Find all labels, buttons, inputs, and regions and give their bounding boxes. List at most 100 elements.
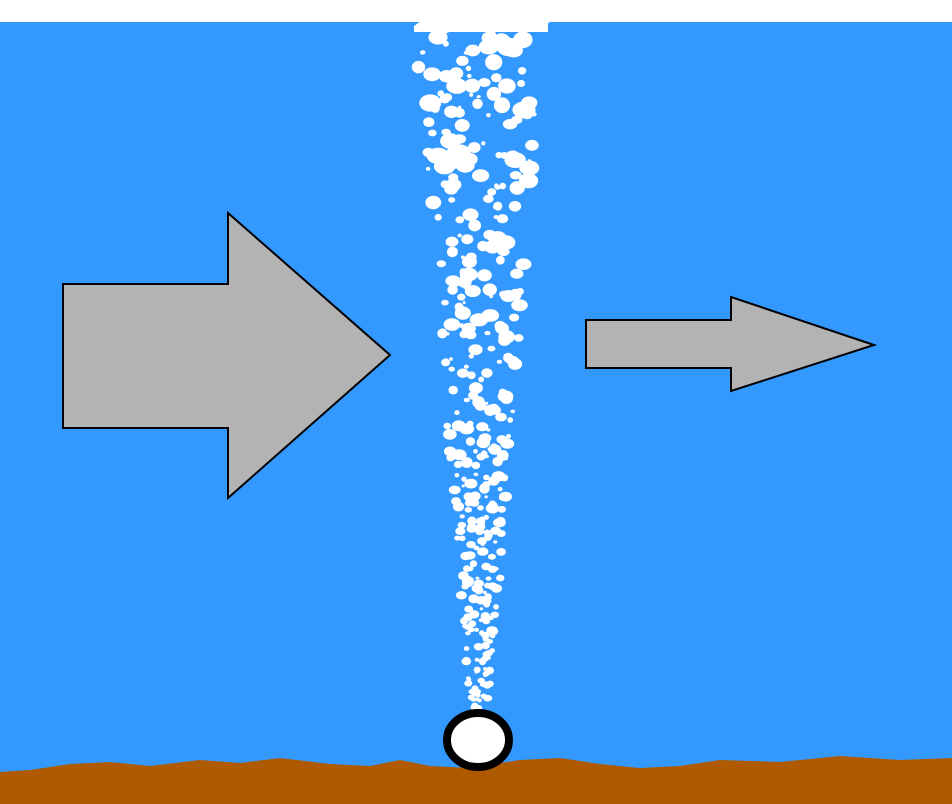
air-bubble (516, 288, 524, 295)
air-bubble (433, 158, 456, 175)
air-bubble (467, 566, 474, 572)
air-bubble (488, 533, 493, 538)
air-bubble (453, 460, 463, 468)
air-bubble (461, 457, 473, 468)
air-bubble (487, 403, 500, 415)
air-bubble (451, 449, 467, 461)
air-bubble (485, 694, 491, 699)
air-bubble (515, 258, 532, 271)
air-bubble (464, 493, 476, 503)
air-bubble (485, 401, 489, 405)
air-bubble (464, 285, 481, 298)
air-bubble (484, 582, 491, 589)
air-bubble (475, 581, 480, 586)
air-bubble (509, 171, 522, 180)
air-bubble (453, 134, 466, 144)
air-bubble (469, 610, 480, 619)
air-bubble (491, 471, 506, 482)
air-bubble (467, 516, 477, 526)
air-bubble (493, 97, 511, 114)
air-bubble (456, 55, 469, 66)
air-bubble (464, 605, 474, 613)
air-bubble (454, 535, 461, 541)
air-bubble (457, 368, 469, 378)
air-bubble (504, 150, 521, 164)
air-bubble (478, 376, 485, 383)
air-bubble (464, 551, 476, 560)
air-bubble (493, 604, 499, 610)
air-bubble (462, 208, 479, 221)
air-bubble (472, 98, 483, 110)
air-bubble (411, 60, 426, 74)
air-bubble (441, 299, 449, 306)
air-bubble (517, 80, 526, 87)
air-bubble (495, 322, 509, 335)
air-bubble (479, 607, 484, 611)
air-bubble (477, 269, 492, 282)
air-bubble (478, 433, 492, 443)
air-bubble (511, 115, 523, 125)
air-bubble (477, 537, 487, 545)
air-bubble (452, 501, 465, 512)
air-bubble (472, 169, 490, 183)
air-bubble (500, 290, 517, 302)
air-bubble (506, 434, 512, 439)
air-bubble (467, 73, 472, 79)
air-bubble (445, 236, 459, 247)
air-bubble (459, 423, 475, 435)
air-bubble (478, 618, 484, 622)
air-bubble (489, 568, 494, 573)
air-bubble (467, 371, 476, 380)
surface-foam (414, 7, 548, 33)
air-bubble (457, 233, 462, 238)
air-bubble (482, 283, 497, 296)
air-bubble (483, 194, 494, 203)
air-bubble (492, 456, 503, 467)
air-bubble (483, 474, 490, 481)
air-bubble (462, 656, 471, 665)
air-bubble (477, 505, 484, 511)
air-bubble (461, 476, 467, 482)
air-bubble (438, 70, 455, 83)
air-bubble (487, 240, 501, 251)
air-bubble (445, 332, 450, 336)
air-bubble (448, 173, 459, 182)
air-bubble (508, 201, 522, 212)
air-bubble (476, 95, 481, 99)
air-bubble (511, 299, 528, 312)
air-bubble (486, 428, 491, 432)
air-bubble (473, 383, 482, 392)
air-bubble (496, 435, 508, 444)
air-bubble (490, 526, 501, 535)
air-bubble (486, 680, 494, 687)
air-bubble (425, 195, 442, 210)
air-bubble (457, 105, 462, 109)
air-bubble (445, 275, 461, 287)
air-bubble (492, 204, 501, 210)
air-bubble (485, 54, 503, 71)
air-bubble (465, 44, 481, 57)
air-bubble (481, 31, 495, 45)
air-diffuser-icon (443, 709, 513, 771)
air-bubble (492, 508, 497, 512)
air-bubble (464, 478, 478, 489)
air-bubble (474, 670, 479, 674)
air-bubble (473, 449, 478, 454)
air-bubble (464, 507, 472, 513)
air-bubble (462, 301, 466, 305)
air-bubble (442, 151, 454, 160)
air-bubble (454, 473, 460, 478)
air-bubble (459, 267, 478, 282)
air-bubble (466, 541, 476, 549)
air-bubble (459, 330, 469, 339)
air-bubble (471, 702, 479, 710)
air-bubble (483, 667, 488, 671)
air-bubble (497, 505, 506, 513)
air-bubble (469, 92, 474, 97)
air-bubble (465, 65, 472, 72)
air-bubble (469, 560, 478, 568)
air-bubble (448, 366, 455, 372)
air-bubble (478, 657, 487, 666)
air-bubble (495, 151, 503, 159)
